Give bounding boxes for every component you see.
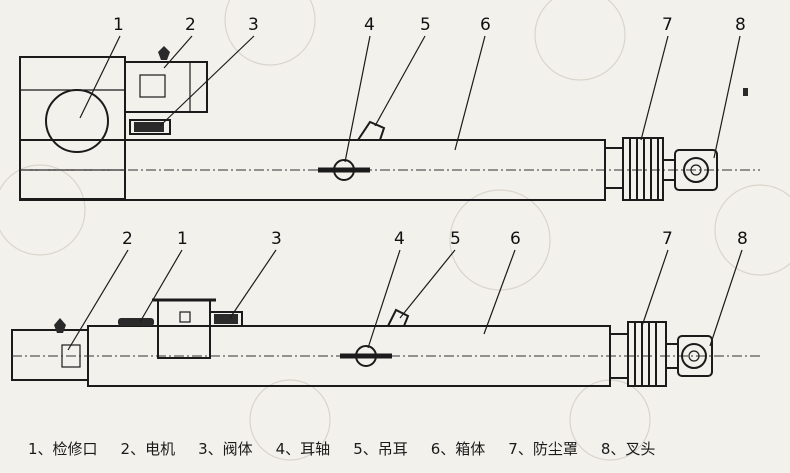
legend-item-box-body: 6、箱体 (430, 440, 486, 458)
top-callout-labels: 1 2 3 4 5 6 7 8 (113, 15, 746, 35)
legend-item-inspection-port: 1、检修口 (28, 440, 98, 458)
callout-top-5: 5 (420, 15, 431, 35)
top-lifting-lug (357, 120, 386, 141)
top-motor (124, 61, 208, 113)
callout-top-2: 2 (185, 15, 196, 35)
callout-bottom-5: 5 (450, 229, 461, 249)
callout-bottom-8: 8 (737, 229, 748, 249)
callout-bottom-4: 4 (394, 229, 405, 249)
top-dust-cover (622, 137, 664, 201)
top-valve-body (129, 119, 171, 135)
callout-top-4: 4 (364, 15, 375, 35)
inspection-port-circle (45, 89, 109, 153)
legend-item-dust-cover: 7、防尘罩 (508, 440, 578, 458)
callout-top-8: 8 (735, 15, 746, 35)
motor-lifting-lug (158, 46, 170, 60)
top-leaders (79, 35, 741, 163)
callout-bottom-7: 7 (662, 229, 673, 249)
bottom-leaders (67, 249, 743, 351)
callout-top-3: 3 (248, 15, 259, 35)
callout-top-1: 1 (113, 15, 124, 35)
legend-item-fork-head: 8、叉头 (600, 440, 656, 458)
callout-bottom-3: 3 (271, 229, 282, 249)
bottom-dust-cover (627, 321, 667, 387)
callout-bottom-6: 6 (510, 229, 521, 249)
legend-item-trunnion: 4、耳轴 (275, 440, 331, 458)
top-fork-head (674, 149, 718, 191)
bottom-valve-body (209, 311, 243, 327)
parts-legend: 1、检修口 2、电机 3、阀体 4、耳轴 5、吊耳 6、箱体 7、防尘罩 8、叉… (28, 438, 778, 459)
legend-item-lifting-lug: 5、吊耳 (353, 440, 408, 458)
top-left-housing (19, 56, 126, 200)
bottom-motor (11, 329, 89, 381)
bottom-fork-head (677, 335, 713, 377)
top-view: 1 2 3 4 5 6 7 8 (19, 15, 760, 201)
callout-bottom-1: 1 (177, 229, 188, 249)
callout-top-7: 7 (662, 15, 673, 35)
callout-top-6: 6 (480, 15, 491, 35)
bottom-lifting-lug (387, 308, 410, 327)
legend-item-valve-body: 3、阀体 (198, 440, 253, 458)
bottom-view: 2 1 3 4 5 6 7 8 (11, 229, 760, 387)
bottom-inspection-port (157, 299, 211, 359)
legend-item-motor: 2、电机 (120, 440, 176, 458)
callout-bottom-2: 2 (122, 229, 133, 249)
bottom-callout-labels: 2 1 3 4 5 6 7 8 (122, 229, 748, 249)
